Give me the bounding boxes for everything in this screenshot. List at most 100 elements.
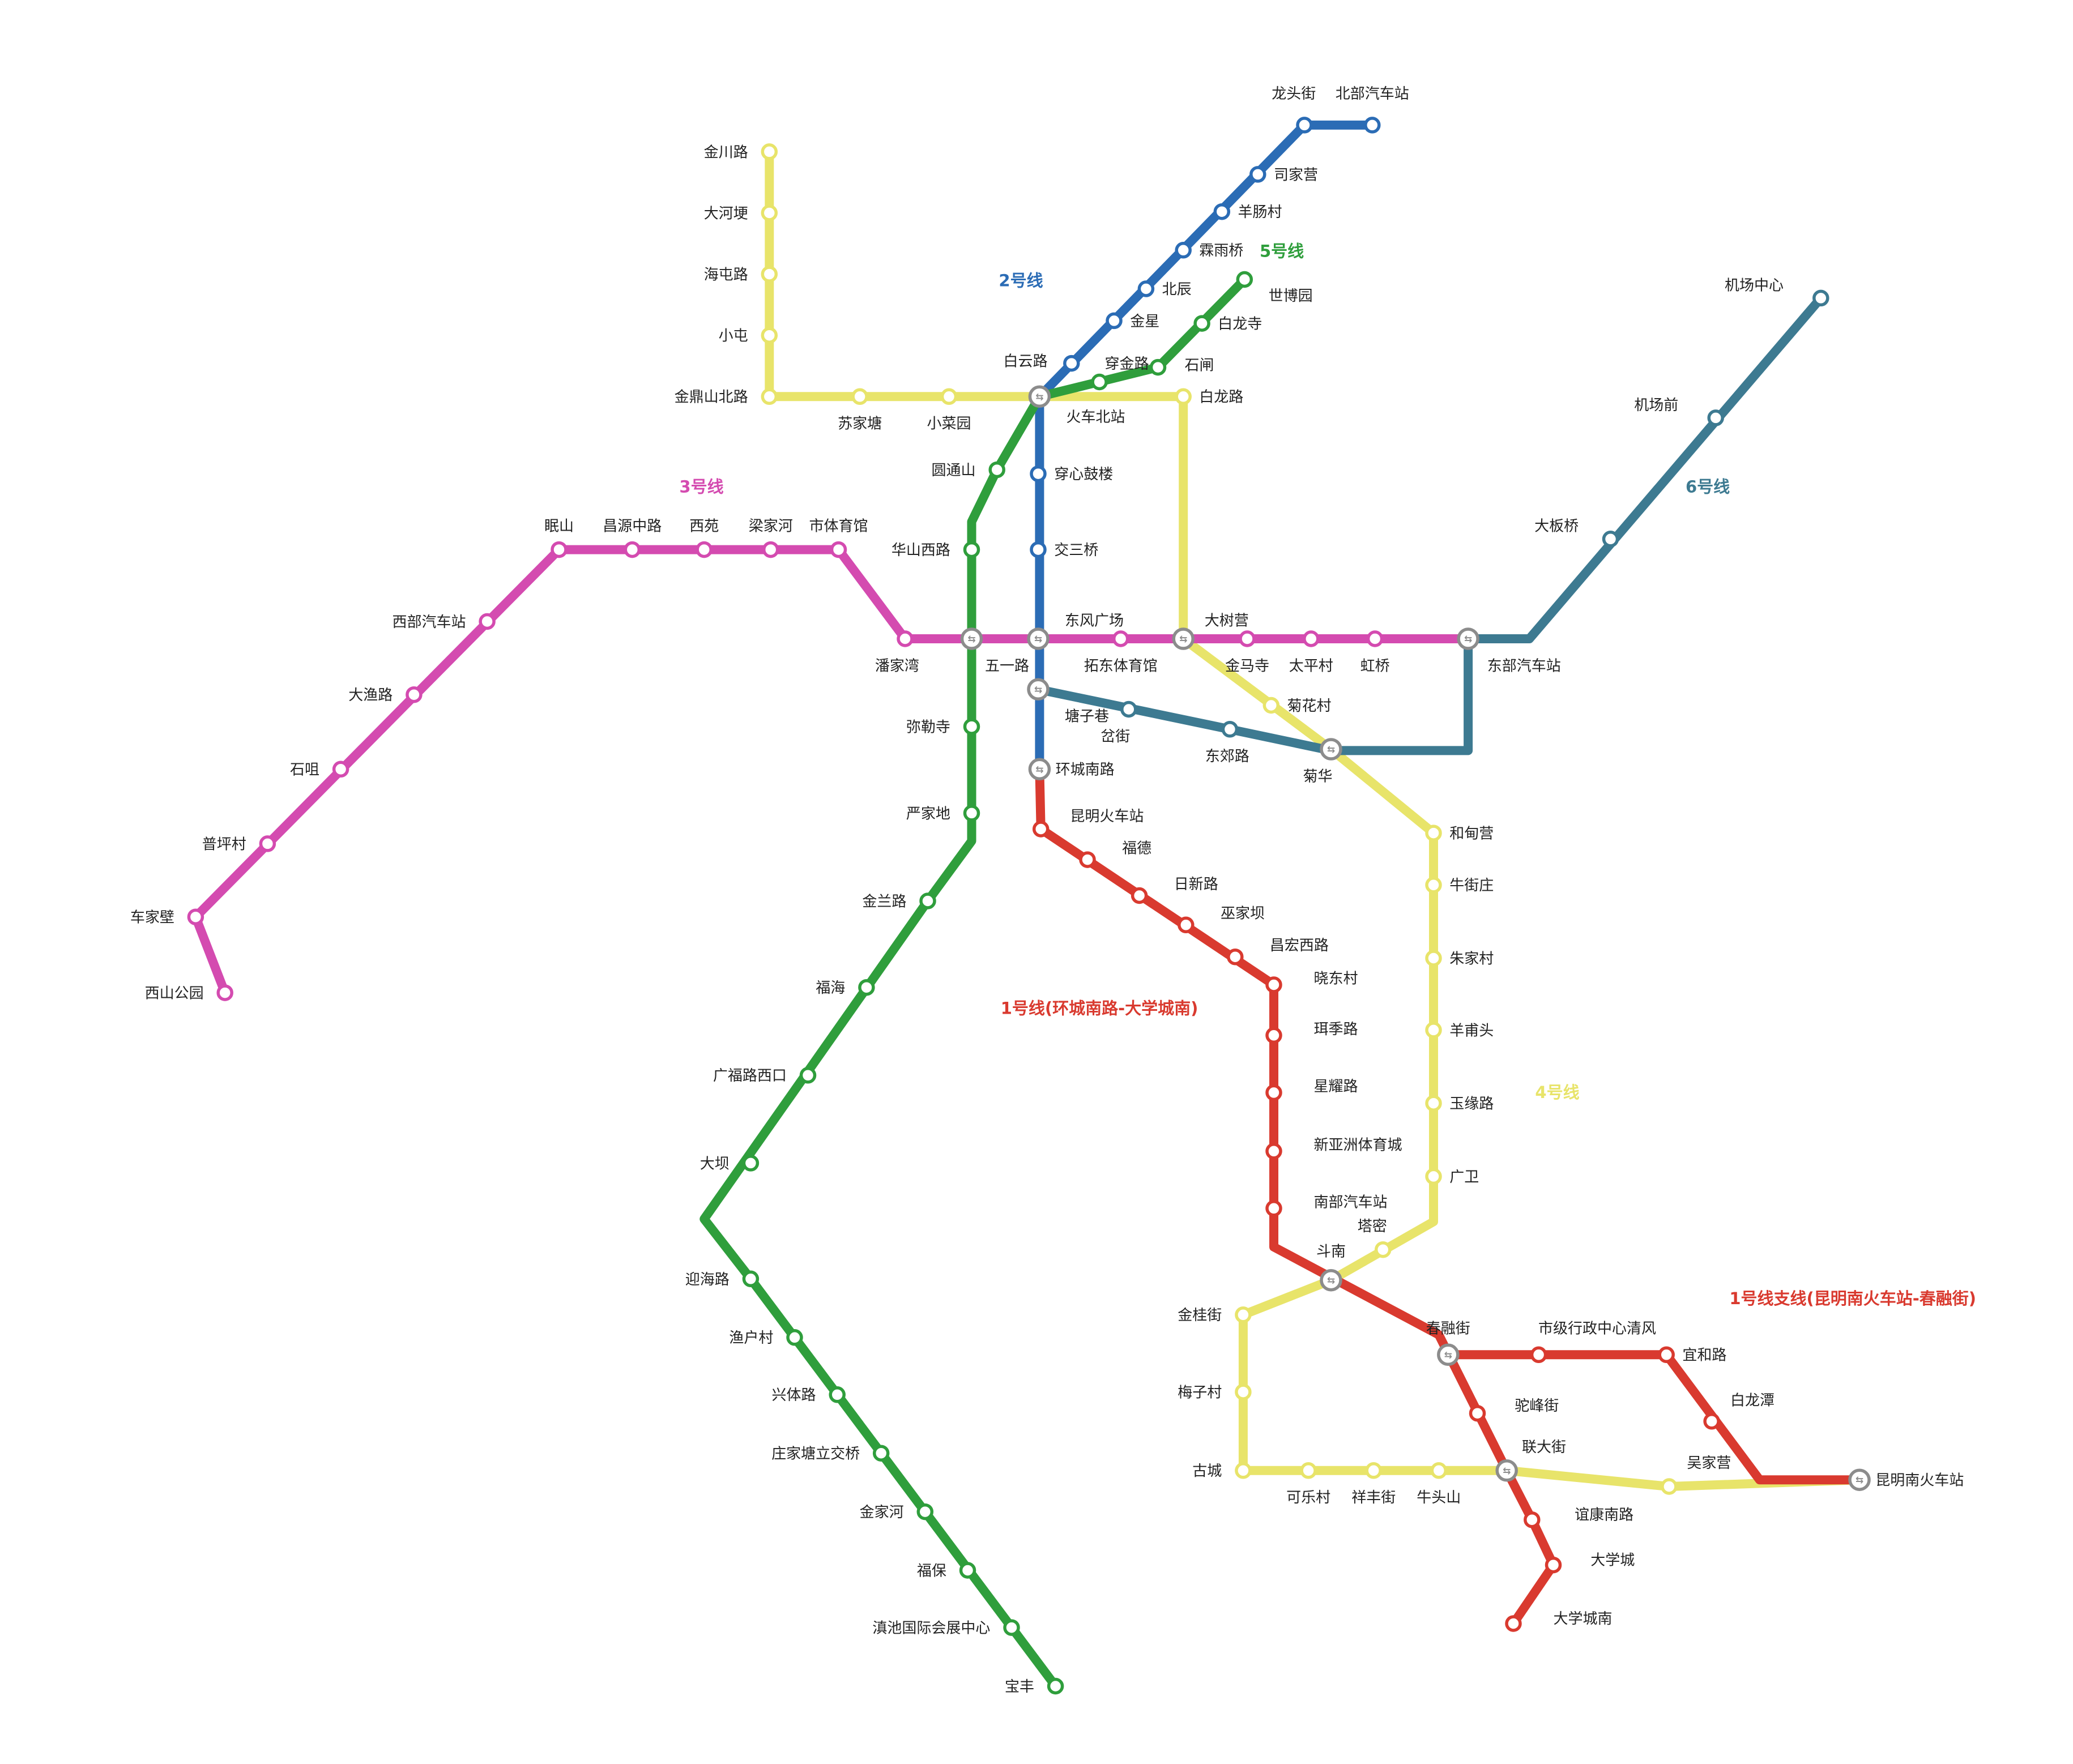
station-marker[interactable]: [963, 805, 980, 822]
station-marker[interactable]: [1425, 1168, 1442, 1185]
station-marker[interactable]: [1658, 1346, 1675, 1364]
station-marker[interactable]: [1249, 166, 1266, 183]
station-marker[interactable]: [1425, 825, 1442, 842]
transfer-station[interactable]: ⇆: [1172, 627, 1195, 650]
station-marker[interactable]: [858, 979, 875, 996]
station-marker[interactable]: [1236, 271, 1253, 288]
transfer-station[interactable]: ⇆: [1028, 385, 1051, 408]
station-marker[interactable]: [1079, 851, 1096, 868]
station-marker[interactable]: [742, 1270, 760, 1288]
station-marker[interactable]: [551, 541, 568, 558]
station-marker[interactable]: [761, 388, 778, 405]
station-marker[interactable]: [1530, 1346, 1547, 1364]
station-marker[interactable]: [1265, 1200, 1282, 1217]
station-marker[interactable]: [1545, 1556, 1562, 1574]
station-marker[interactable]: [406, 686, 423, 703]
station-marker[interactable]: [624, 541, 641, 558]
station-marker[interactable]: [1303, 630, 1320, 647]
station-marker[interactable]: [696, 541, 713, 558]
station-marker[interactable]: [1365, 1462, 1382, 1479]
station-marker[interactable]: [1265, 976, 1282, 993]
station-marker[interactable]: [963, 541, 980, 558]
transfer-station[interactable]: ⇆: [1437, 1343, 1460, 1366]
station-marker[interactable]: [742, 1155, 760, 1172]
station-marker[interactable]: [916, 1503, 934, 1520]
station-marker[interactable]: [216, 984, 233, 1001]
station-marker[interactable]: [959, 1562, 976, 1579]
station-marker[interactable]: [1193, 315, 1210, 332]
station-marker[interactable]: [1175, 242, 1192, 259]
station-marker[interactable]: [1425, 877, 1442, 894]
station-marker[interactable]: [830, 541, 847, 558]
station-marker[interactable]: [1221, 721, 1239, 738]
station-marker[interactable]: [1239, 630, 1256, 647]
transfer-station[interactable]: ⇆: [1027, 627, 1050, 650]
station-marker[interactable]: [1703, 1413, 1720, 1430]
transfer-station[interactable]: ⇆: [1495, 1459, 1518, 1482]
station-marker[interactable]: [187, 908, 204, 925]
station-marker[interactable]: [1003, 1619, 1020, 1636]
transfer-station[interactable]: ⇆: [1028, 758, 1051, 781]
station-marker[interactable]: [940, 388, 958, 405]
station-marker[interactable]: [1430, 1462, 1448, 1479]
station-marker[interactable]: [762, 541, 779, 558]
station-marker[interactable]: [1812, 289, 1829, 307]
station-marker[interactable]: [1602, 531, 1619, 548]
transfer-station[interactable]: ⇆: [1027, 678, 1050, 701]
station-marker[interactable]: [1091, 373, 1108, 391]
station-marker[interactable]: [1265, 1143, 1282, 1160]
station-marker[interactable]: [1364, 117, 1381, 134]
transfer-station[interactable]: ⇆: [1848, 1468, 1871, 1491]
station-marker[interactable]: [1213, 203, 1231, 220]
station-marker[interactable]: [1047, 1677, 1064, 1695]
station-marker[interactable]: [761, 204, 778, 221]
station-marker[interactable]: [1469, 1404, 1486, 1422]
station-marker[interactable]: [1262, 697, 1280, 714]
station-marker[interactable]: [761, 327, 778, 344]
station-marker[interactable]: [1707, 409, 1724, 426]
station-marker[interactable]: [1235, 1462, 1252, 1479]
station-marker[interactable]: [786, 1329, 803, 1346]
station-marker[interactable]: [872, 1445, 890, 1462]
station-marker[interactable]: [1661, 1478, 1678, 1495]
station-marker[interactable]: [1425, 1022, 1442, 1039]
station-marker[interactable]: [1030, 541, 1047, 558]
station-marker[interactable]: [1366, 630, 1384, 647]
station-marker[interactable]: [919, 892, 936, 909]
station-marker[interactable]: [1149, 358, 1167, 376]
station-marker[interactable]: [1120, 701, 1137, 718]
station-marker[interactable]: [1296, 117, 1313, 134]
station-marker[interactable]: [963, 718, 980, 735]
station-marker[interactable]: [1063, 354, 1080, 372]
station-marker[interactable]: [829, 1386, 846, 1403]
station-marker[interactable]: [1505, 1615, 1522, 1632]
station-marker[interactable]: [988, 461, 1005, 479]
station-marker[interactable]: [761, 143, 778, 160]
station-marker[interactable]: [1374, 1241, 1392, 1258]
station-marker[interactable]: [1178, 916, 1195, 934]
transfer-station[interactable]: ⇆: [1457, 627, 1479, 650]
transfer-station[interactable]: ⇆: [960, 627, 983, 650]
station-marker[interactable]: [332, 761, 349, 778]
station-marker[interactable]: [1112, 630, 1129, 647]
station-marker[interactable]: [1524, 1511, 1541, 1528]
station-marker[interactable]: [1106, 312, 1123, 330]
station-marker[interactable]: [1425, 1095, 1442, 1112]
station-marker[interactable]: [1235, 1306, 1252, 1323]
station-marker[interactable]: [1265, 1084, 1282, 1101]
station-marker[interactable]: [1137, 280, 1155, 297]
station-marker[interactable]: [479, 613, 496, 630]
station-marker[interactable]: [1227, 948, 1244, 966]
station-marker[interactable]: [1300, 1462, 1317, 1479]
station-marker[interactable]: [1235, 1383, 1252, 1400]
station-marker[interactable]: [851, 388, 868, 405]
station-marker[interactable]: [799, 1067, 817, 1084]
station-marker[interactable]: [761, 266, 778, 283]
transfer-station[interactable]: ⇆: [1320, 1268, 1342, 1292]
station-marker[interactable]: [897, 630, 914, 647]
station-marker[interactable]: [1131, 887, 1148, 904]
station-marker[interactable]: [1032, 821, 1050, 838]
station-marker[interactable]: [1030, 465, 1047, 482]
station-marker[interactable]: [259, 835, 276, 852]
transfer-station[interactable]: ⇆: [1320, 738, 1342, 761]
